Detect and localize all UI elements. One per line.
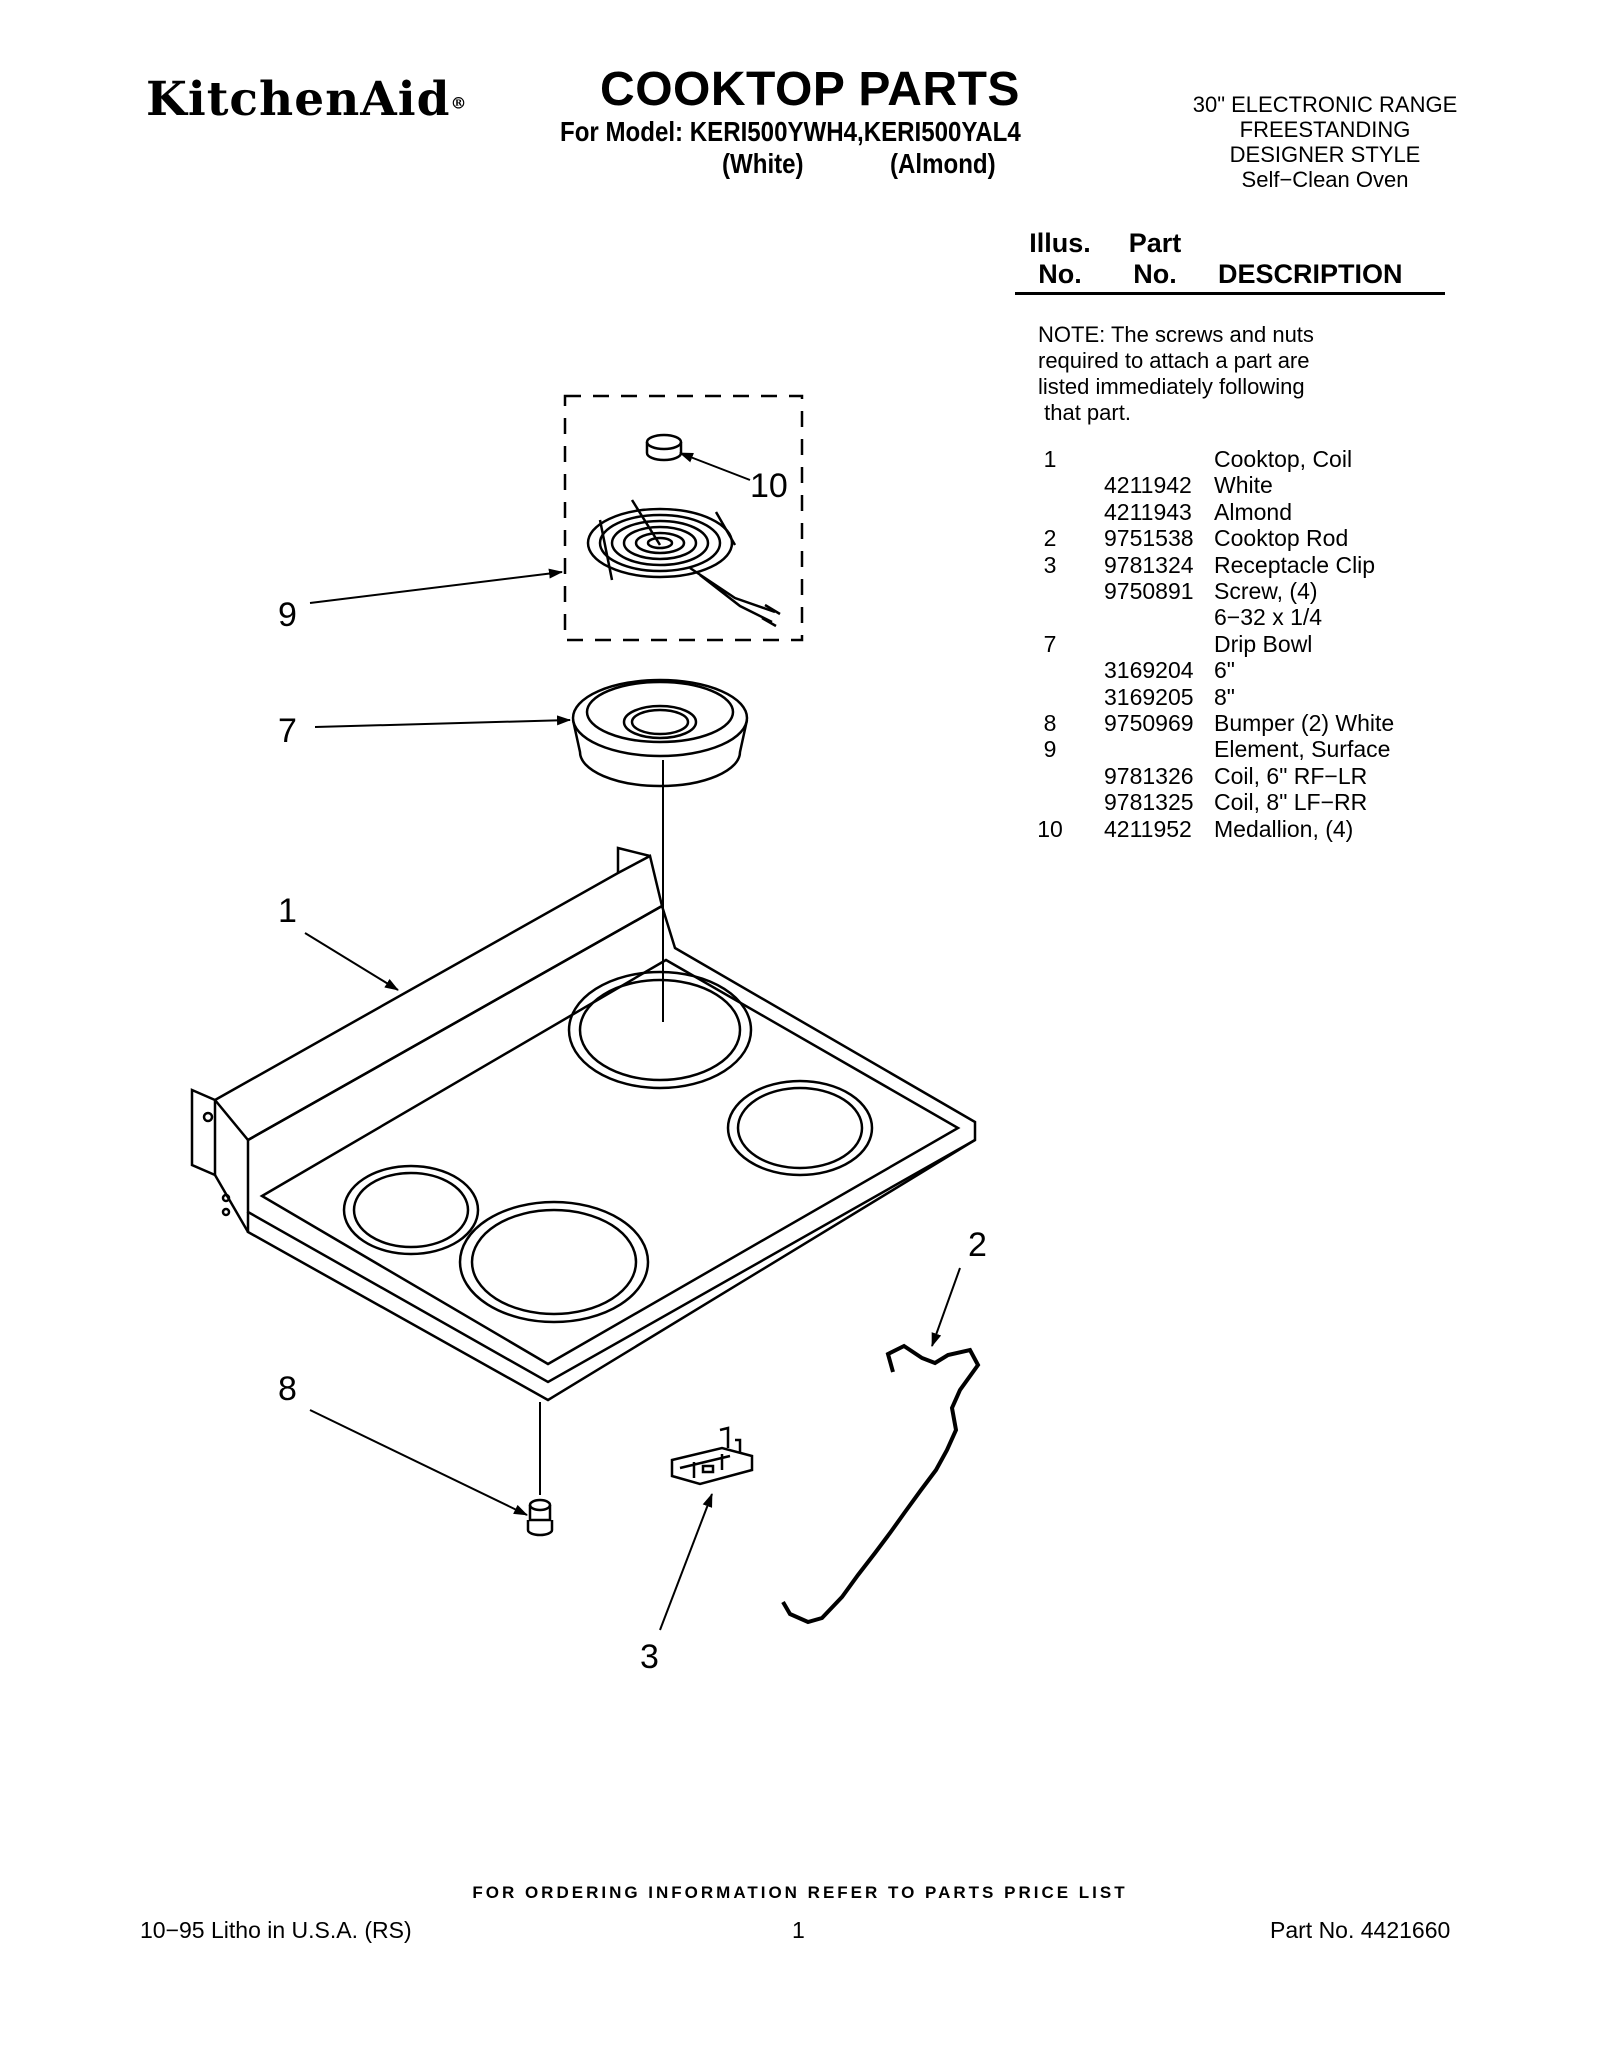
ordering-note: FOR ORDERING INFORMATION REFER TO PARTS …	[472, 1883, 1128, 1902]
model-color-almond: (Almond)	[890, 148, 996, 179]
illus-header: Illus.No.	[1029, 228, 1091, 289]
illus-number: 10	[1037, 815, 1063, 842]
illus-number: 8	[1043, 710, 1057, 736]
part-number: 4211952	[1104, 815, 1192, 842]
bumper-part	[526, 1498, 554, 1537]
cooktop-part	[190, 846, 977, 1402]
part-description: Coil, 6" RF−LR	[1214, 762, 1368, 789]
model-line: For Model: KERI500YWH4,KERI500YAL4	[560, 116, 1021, 147]
page-title: COOKTOP PARTS	[600, 63, 1020, 116]
table-note: NOTE: The screws and nuts required to at…	[1038, 322, 1314, 425]
part-description: 8"	[1214, 683, 1235, 710]
part-number: 4211943	[1104, 498, 1192, 525]
table-rule	[1015, 292, 1445, 295]
leader-2	[931, 1267, 961, 1347]
leader-7	[314, 715, 571, 728]
part-description: Bumper (2) White	[1214, 710, 1395, 736]
receptacle-clip-part	[670, 1426, 754, 1486]
part-description: Screw, (4)	[1214, 578, 1318, 604]
coil-element-part	[586, 499, 781, 628]
part-number: 3169205	[1104, 683, 1194, 710]
leader-1	[304, 932, 399, 991]
part-description: Coil, 8" LF−RR	[1214, 789, 1368, 816]
part-number: 9751538	[1104, 525, 1194, 552]
part-description: Cooktop, Coil	[1214, 446, 1353, 472]
page-number: 1	[792, 1917, 805, 1943]
callout-8: 8	[278, 1370, 297, 1408]
part-number: 9781324	[1104, 551, 1194, 578]
spec-line: DESIGNER STYLE	[1229, 142, 1421, 167]
part-description: Medallion, (4)	[1214, 815, 1354, 842]
part-description: Cooktop Rod	[1214, 525, 1349, 552]
spec-line: 30" ELECTRONIC RANGE	[1192, 92, 1458, 117]
part-number: 9750891	[1104, 578, 1194, 604]
part-description: White	[1214, 472, 1273, 499]
model-color-white: (White)	[722, 148, 804, 179]
part-description: Almond	[1214, 498, 1292, 525]
callout-3: 3	[640, 1638, 659, 1676]
litho-note: 10−95 Litho in U.S.A. (RS)	[140, 1917, 412, 1943]
medallion-part	[645, 433, 683, 462]
callout-1: 1	[278, 892, 297, 930]
part-description: 6−32 x 1/4	[1214, 604, 1323, 631]
part-number: 3169204	[1104, 657, 1194, 684]
leader-3	[659, 1493, 713, 1631]
part-number: 9781325	[1104, 789, 1194, 816]
illus-number: 1	[1043, 446, 1057, 472]
spec-line: FREESTANDING	[1239, 117, 1411, 142]
callout-9: 9	[278, 596, 297, 634]
part-description: 6"	[1214, 657, 1235, 684]
part-description: Receptacle Clip	[1214, 551, 1376, 578]
illus-number: 3	[1043, 551, 1057, 578]
drip-bowl-part	[571, 678, 749, 788]
document-part-number: Part No. 4421660	[1270, 1917, 1451, 1943]
brand-logo: KitchenAid®	[146, 72, 468, 127]
part-number: 9781326	[1104, 762, 1194, 789]
callout-2: 2	[968, 1226, 987, 1264]
leader-10	[679, 452, 751, 481]
cooktop-rod-part	[781, 1343, 981, 1625]
element-group-box	[563, 394, 804, 642]
callout-10: 10	[750, 467, 788, 505]
leader-8	[309, 1409, 528, 1516]
part-number: 4211942	[1104, 472, 1192, 499]
illus-number: 2	[1043, 525, 1057, 552]
description-header: DESCRIPTION	[1218, 259, 1403, 289]
part-description: Element, Surface	[1214, 736, 1391, 763]
part-number: 9750969	[1104, 710, 1194, 736]
illus-number: 7	[1043, 630, 1057, 657]
part-description: Drip Bowl	[1214, 630, 1313, 657]
callout-7: 7	[278, 712, 297, 750]
spec-line: Self−Clean Oven	[1241, 167, 1409, 192]
leader-9	[309, 568, 563, 604]
exploded-parts-diagram: 10 9 7 1 2 8 3	[190, 394, 987, 1676]
illus-number: 9	[1043, 736, 1057, 763]
